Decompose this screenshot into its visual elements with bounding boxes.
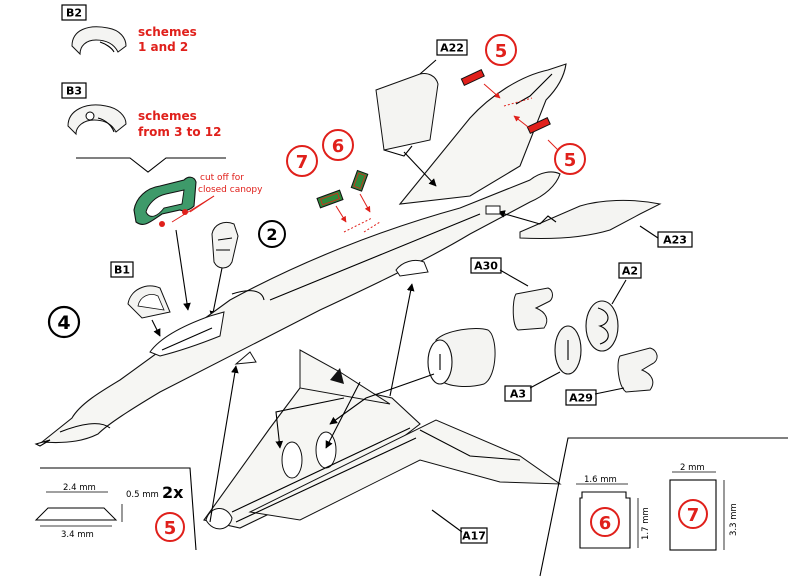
part-tag-a30: A30	[474, 260, 498, 273]
cockpit-cover-b2-icon	[71, 26, 127, 56]
panel7-width: 2 mm	[680, 463, 705, 473]
canopy-note-line1: cut off for	[200, 173, 244, 183]
callout-5-top: 5	[495, 41, 508, 62]
part-tag-b2: B2	[66, 7, 82, 20]
panel-5-dimensions: 2.4 mm 0.5 mm 2x 3.4 mm 5	[34, 467, 197, 551]
panel5-quantity: 2x	[162, 483, 184, 502]
tail-fin	[398, 63, 567, 205]
panel5-label: 5	[164, 518, 177, 539]
part-tag-a23: A23	[663, 234, 687, 247]
scheme-b3-line2: from 3 to 12	[138, 125, 221, 139]
fuselage-body	[34, 171, 561, 447]
scheme-b2-group: B2 schemes 1 and 2	[61, 4, 197, 56]
intake-part-a30	[512, 287, 553, 331]
part-tag-b1: B1	[114, 264, 130, 277]
part-tag-a29: A29	[569, 392, 593, 405]
panel7-height: 3.3 mm	[729, 503, 739, 536]
panel6-width: 1.6 mm	[584, 475, 617, 485]
canopy-frame-part	[133, 176, 197, 227]
panel5-top-width: 2.4 mm	[63, 483, 96, 493]
lower-wing-assembly	[203, 349, 562, 530]
scheme-b3-group: B3 schemes from 3 to 12	[61, 82, 221, 139]
part-tag-a22: A22	[440, 42, 464, 55]
nozzle-part-a2	[585, 300, 619, 352]
callout-4: 4	[57, 312, 70, 334]
panel5-bottom-width: 3.4 mm	[61, 530, 94, 540]
panel-6-7-dimensions: 1.6 mm 6 1.7 mm 2 mm 7 3.3 mm	[539, 437, 788, 577]
callout-7: 7	[296, 152, 309, 173]
canopy-note-line2: closed canopy	[198, 185, 263, 195]
stabilizer-part-a22	[375, 73, 439, 157]
windscreen-part	[127, 285, 171, 319]
callout-2: 2	[266, 225, 277, 244]
cockpit-cover-b3-icon	[67, 104, 127, 136]
disc-part-a3	[554, 325, 582, 375]
scheme-pointer	[76, 157, 226, 173]
panel7-label: 7	[687, 505, 700, 526]
scheme-b2-line1: schemes	[138, 25, 197, 39]
scheme-b3-line1: schemes	[138, 109, 197, 123]
part-tag-b3: B3	[66, 85, 82, 98]
panel5-thickness: 0.5 mm	[126, 490, 159, 500]
part-tag-a3: A3	[510, 388, 526, 401]
ejection-seat-part	[211, 221, 239, 269]
callout-6: 6	[332, 136, 345, 157]
stabilizer-part-a23	[519, 199, 662, 240]
scheme-b2-line2: 1 and 2	[138, 40, 188, 54]
intake-part-a29	[617, 347, 658, 393]
part-tag-a2: A2	[622, 265, 638, 278]
exhaust-cylinder-part	[427, 327, 496, 387]
panel6-label: 6	[599, 513, 612, 534]
callout-5-bottom: 5	[564, 150, 577, 171]
panel6-height: 1.7 mm	[641, 507, 651, 540]
part-tag-a17: A17	[462, 530, 486, 543]
